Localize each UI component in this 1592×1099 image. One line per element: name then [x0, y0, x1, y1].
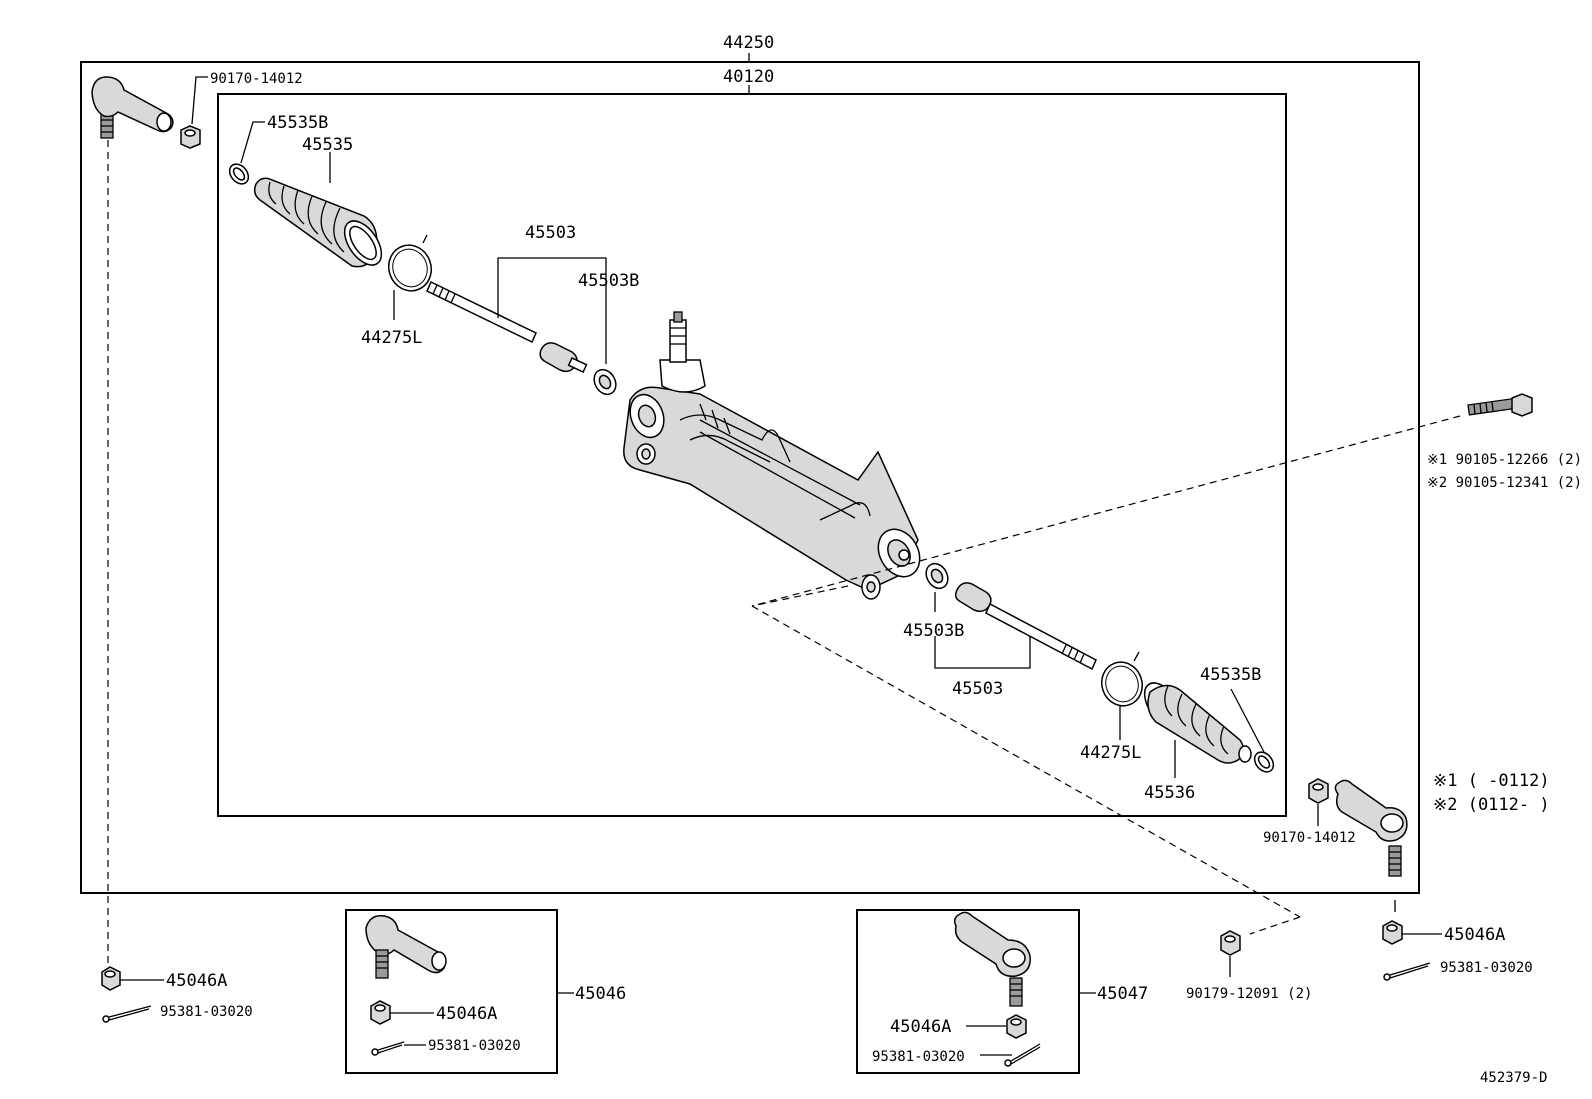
kit-45047-castle-nut[interactable] — [1006, 1014, 1027, 1039]
label-kit-45047-nut: 45046A — [890, 1017, 951, 1037]
castle-nut-left[interactable] — [101, 966, 121, 991]
label-castle-nut-left: 45046A — [166, 971, 227, 991]
label-kit-45047-pin: 95381-03020 — [872, 1049, 965, 1065]
steering-boot-left[interactable] — [253, 177, 389, 271]
label-ring-right: 44275L — [1080, 743, 1141, 763]
nut-axis-lower — [1249, 916, 1301, 935]
kit-45047-cotter-pin[interactable] — [1004, 1043, 1041, 1067]
inner-tie-rod-left[interactable] — [426, 280, 588, 374]
kit-45047-tie-rod-end[interactable] — [953, 911, 1031, 1007]
assembly-frame-inner — [217, 93, 1287, 817]
label-boot-right: 45536 — [1144, 783, 1195, 803]
kit-45046-cotter-pin[interactable] — [371, 1041, 405, 1056]
boot-clamp-right[interactable] — [1251, 748, 1277, 775]
claw-washer-left[interactable] — [590, 366, 620, 399]
label-castle-nut-right: 45046A — [1444, 925, 1505, 945]
boot-clamp-left[interactable] — [226, 160, 252, 187]
label-nut-top-left: 90170-14012 — [210, 71, 303, 87]
lock-nut-bottom-right[interactable] — [1308, 778, 1329, 804]
label-washer-left: 45503B — [578, 271, 639, 291]
label-mounting-nut: 90179-12091 (2) — [1186, 986, 1312, 1002]
boot-ring-left[interactable] — [382, 234, 437, 297]
label-boot-left: 45535 — [302, 135, 353, 155]
kit-box-45047 — [856, 909, 1080, 1074]
label-bolt-a: ※1 90105-12266 (2) — [1427, 452, 1582, 468]
diagram-id: 452379-D — [1480, 1070, 1547, 1086]
label-kit-45046: 45046 — [575, 984, 626, 1004]
label-nut-bottom-right: 90170-14012 — [1263, 830, 1356, 846]
mounting-bolt[interactable] — [1467, 393, 1533, 417]
label-rod-right: 45503 — [952, 679, 1003, 699]
label-note-2: ※2 (0112- ) — [1433, 795, 1550, 815]
cotter-pin-right[interactable] — [1383, 962, 1431, 981]
inner-tie-rod-right[interactable] — [954, 582, 1097, 671]
label-assembly-outer: 44250 — [723, 33, 774, 53]
cotter-pin-left[interactable] — [102, 1005, 152, 1023]
label-clamp-right: 45535B — [1200, 665, 1261, 685]
leader-nut-top-left — [191, 76, 208, 125]
castle-nut-right[interactable] — [1382, 920, 1403, 945]
leader-clamp-left — [240, 121, 265, 164]
kit-45046-castle-nut[interactable] — [370, 1000, 391, 1025]
bracket-rod-right — [934, 636, 1031, 669]
label-kit-45047: 45047 — [1097, 984, 1148, 1004]
label-assembly-inner: 40120 — [723, 67, 774, 87]
label-rod-left: 45503 — [525, 223, 576, 243]
boot-ring-right[interactable] — [1096, 651, 1149, 712]
bolt-axis — [751, 415, 1461, 607]
nut-axis-upper — [751, 605, 1301, 918]
kit-box-45046 — [345, 909, 558, 1074]
tie-rod-end-right[interactable] — [1334, 779, 1408, 877]
label-clamp-left: 45535B — [267, 113, 328, 133]
housing-axis — [751, 585, 849, 607]
steering-boot-right[interactable] — [1137, 676, 1252, 764]
label-cotter-pin-right: 95381-03020 — [1440, 960, 1533, 976]
bracket-rod-left — [497, 257, 607, 364]
label-cotter-pin-left: 95381-03020 — [160, 1004, 253, 1020]
label-washer-right: 45503B — [903, 621, 964, 641]
leader-clamp-right — [1230, 688, 1265, 753]
label-ring-left: 44275L — [361, 328, 422, 348]
label-note-1: ※1 ( -0112) — [1433, 771, 1550, 791]
assembly-frame-outer — [80, 61, 1420, 894]
mounting-nut[interactable] — [1220, 930, 1241, 956]
steering-rack-housing[interactable] — [623, 311, 928, 600]
kit-45046-tie-rod-end[interactable] — [365, 915, 447, 979]
label-kit-45046-nut: 45046A — [436, 1004, 497, 1024]
claw-washer-right[interactable] — [922, 560, 952, 593]
label-bolt-b: ※2 90105-12341 (2) — [1427, 475, 1582, 491]
tie-rod-end-left[interactable] — [91, 76, 174, 139]
label-kit-45046-pin: 95381-03020 — [428, 1038, 521, 1054]
lock-nut-top-left[interactable] — [180, 125, 201, 149]
